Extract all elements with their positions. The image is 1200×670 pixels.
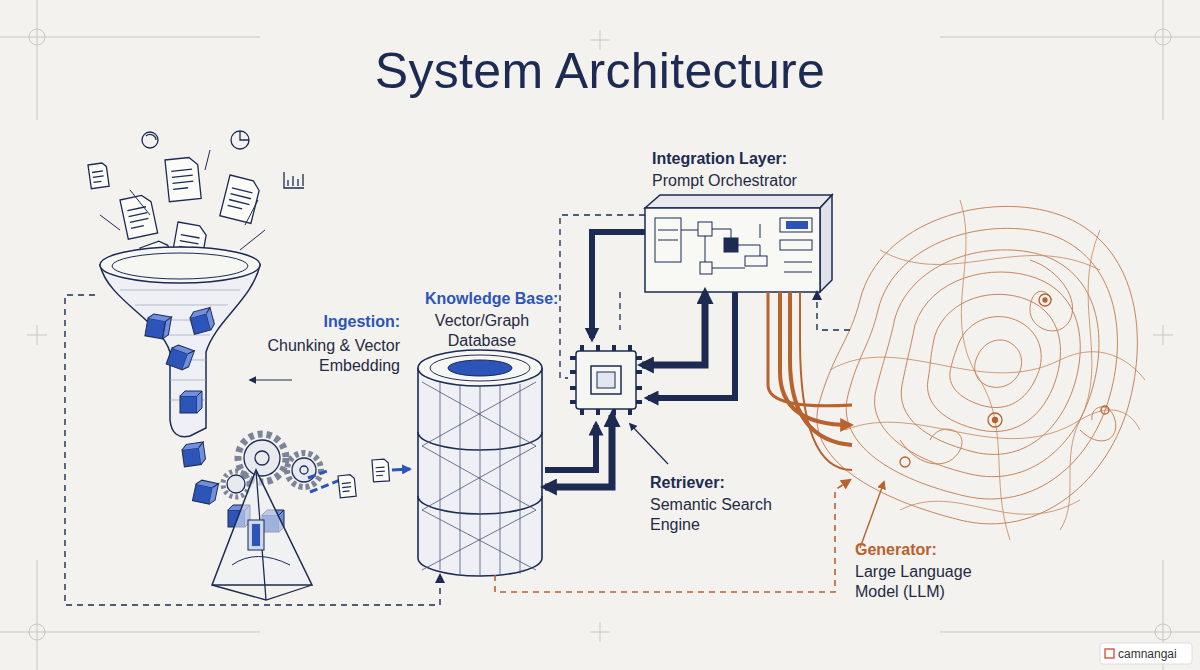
orchestrator-box [645, 195, 832, 292]
connector [780, 292, 850, 425]
node-heading: Ingestion: [260, 312, 400, 332]
database-cylinder: Knowledge Base:Vector/Graph Database [415, 355, 545, 575]
watermark-badge [1100, 643, 1192, 664]
llm-cloud: Generator:Large Language Model (LLM) [850, 200, 1140, 530]
orchestrator-box: Integration Layer:Prompt Orchestrator [645, 195, 832, 292]
retriever-chip: Retriever:Semantic Search Engine [570, 345, 642, 415]
connector [545, 415, 612, 487]
node-body: Vector/Graph Database [427, 311, 537, 351]
node-body: Prompt Orchestrator [652, 171, 832, 191]
documents [88, 131, 304, 292]
retriever-chip [570, 345, 642, 415]
connector [817, 292, 850, 330]
diagram-title: System Architecture [0, 42, 1200, 100]
connector [65, 295, 440, 605]
document-stream [308, 459, 410, 498]
processing-gears [212, 434, 321, 600]
node-body: Semantic Search Engine [650, 495, 790, 535]
ingestion-funnel: Ingestion:Chunking & Vector Embedding [95, 250, 260, 560]
connector [495, 480, 850, 592]
node-heading: Integration Layer: [652, 149, 832, 169]
node-body: Large Language Model (LLM) [855, 562, 995, 602]
parallel-routes [545, 215, 852, 470]
connector [642, 292, 705, 365]
database-cylinder [418, 350, 542, 576]
node-heading: Retriever: [650, 473, 800, 493]
llm-contours [817, 200, 1145, 540]
watermark: camnangai [1118, 647, 1177, 661]
funnel [100, 247, 260, 437]
node-body: Chunking & Vector Embedding [260, 336, 400, 376]
node-heading: Generator: [855, 540, 1005, 560]
node-heading: Knowledge Base: [425, 289, 585, 309]
llm-nodes [900, 294, 1109, 467]
